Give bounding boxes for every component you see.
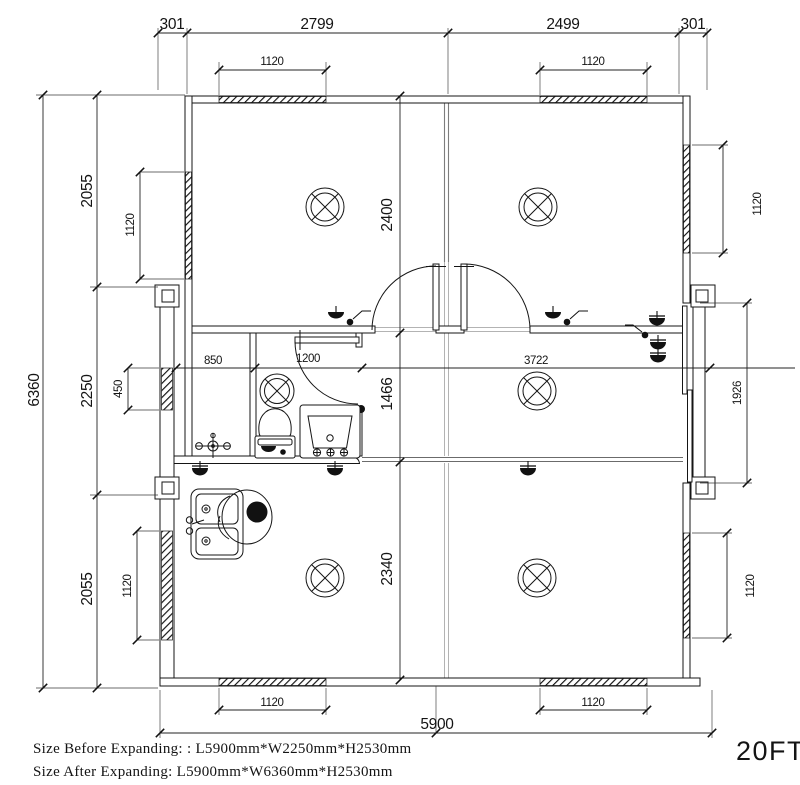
doors — [294, 263, 531, 413]
dim-label: 2055 — [79, 572, 96, 605]
ceiling-light-icon — [305, 187, 345, 227]
dim-label: 301 — [681, 16, 706, 33]
kitchen-sink-icon — [185, 488, 244, 560]
wall-lamps — [191, 305, 667, 477]
dim-label: 1120 — [745, 574, 757, 597]
dim-label: 1120 — [752, 192, 764, 215]
toilet-icon — [254, 408, 296, 459]
ceiling-light-icon — [259, 373, 295, 409]
dim-label: 1120 — [581, 697, 604, 709]
bedroom1-door-swing-icon — [371, 263, 446, 331]
wall-lamp-icon — [261, 446, 276, 452]
size-after-note: Size After Expanding: L5900mm*W6360mm*H2… — [33, 764, 393, 780]
right-core-wall — [692, 306, 706, 478]
dim-label: 2250 — [79, 374, 96, 408]
dim-label: 2400 — [379, 198, 396, 232]
dim-label: 2340 — [379, 552, 396, 586]
dimension-labels: 301 2799 2499 301 1120 1120 6360 2055 22… — [26, 16, 764, 733]
sliding-door-right — [682, 305, 693, 483]
dim-label: 450 — [113, 380, 125, 398]
size-before-note: Size Before Expanding: : L5900mm*W2250mm… — [33, 741, 412, 757]
dim-label: 1200 — [296, 353, 320, 365]
ceiling-light-icon — [517, 371, 557, 411]
bathroom-fixtures — [195, 373, 361, 459]
window-hatch — [218, 678, 327, 686]
bedroom-wall-center-stub — [435, 325, 465, 334]
dim-label: 301 — [160, 16, 185, 33]
window-hatch — [683, 144, 690, 254]
dim-label: 2499 — [546, 16, 579, 33]
ceiling-light-icon — [517, 558, 557, 598]
washing-machine-icon — [299, 404, 361, 459]
dim-label: 1120 — [581, 56, 604, 68]
dim-label: 6360 — [26, 373, 43, 407]
bedroom-wall-right — [529, 325, 684, 334]
dim-label: 2055 — [79, 174, 96, 207]
container-type-watermark: 20FT — [736, 736, 800, 766]
kitchen-area — [185, 488, 273, 560]
person-head — [246, 501, 268, 523]
fold-connector — [154, 284, 716, 500]
bedroom-wall-left — [191, 325, 376, 334]
dim-label: 3722 — [524, 355, 548, 367]
window-hatch — [161, 530, 173, 641]
window-hatch — [185, 171, 192, 280]
person-icon — [217, 489, 273, 545]
switch-lead — [625, 324, 643, 333]
ceiling-light-icon — [305, 558, 345, 598]
window-hatch — [683, 532, 690, 639]
window-hatch — [161, 367, 173, 411]
dim-label: 1926 — [732, 381, 744, 405]
dim-label: 1120 — [122, 574, 134, 597]
dim-label: 850 — [204, 355, 222, 367]
window-hatch — [218, 96, 327, 103]
dim-label: 2799 — [300, 16, 333, 33]
ceiling-light-icon — [518, 187, 558, 227]
window-hatch — [539, 96, 648, 103]
construction-lines — [375, 103, 530, 678]
dim-label: 1466 — [379, 377, 396, 410]
dim-label: 1120 — [260, 56, 283, 68]
bedroom2-door-swing-icon — [454, 263, 531, 331]
switch-dot-icon — [641, 331, 649, 339]
dim-label: 5900 — [420, 716, 454, 733]
bottom-exterior-wall — [159, 677, 701, 687]
annotations: Size Before Expanding: : L5900mm*W2250mm… — [33, 736, 800, 780]
ceiling-lights — [305, 187, 558, 598]
dim-label: 1120 — [260, 697, 283, 709]
faucet-icon — [195, 432, 231, 458]
dim-label: 1120 — [125, 213, 137, 236]
walls — [154, 95, 716, 687]
window-hatch — [539, 678, 648, 686]
